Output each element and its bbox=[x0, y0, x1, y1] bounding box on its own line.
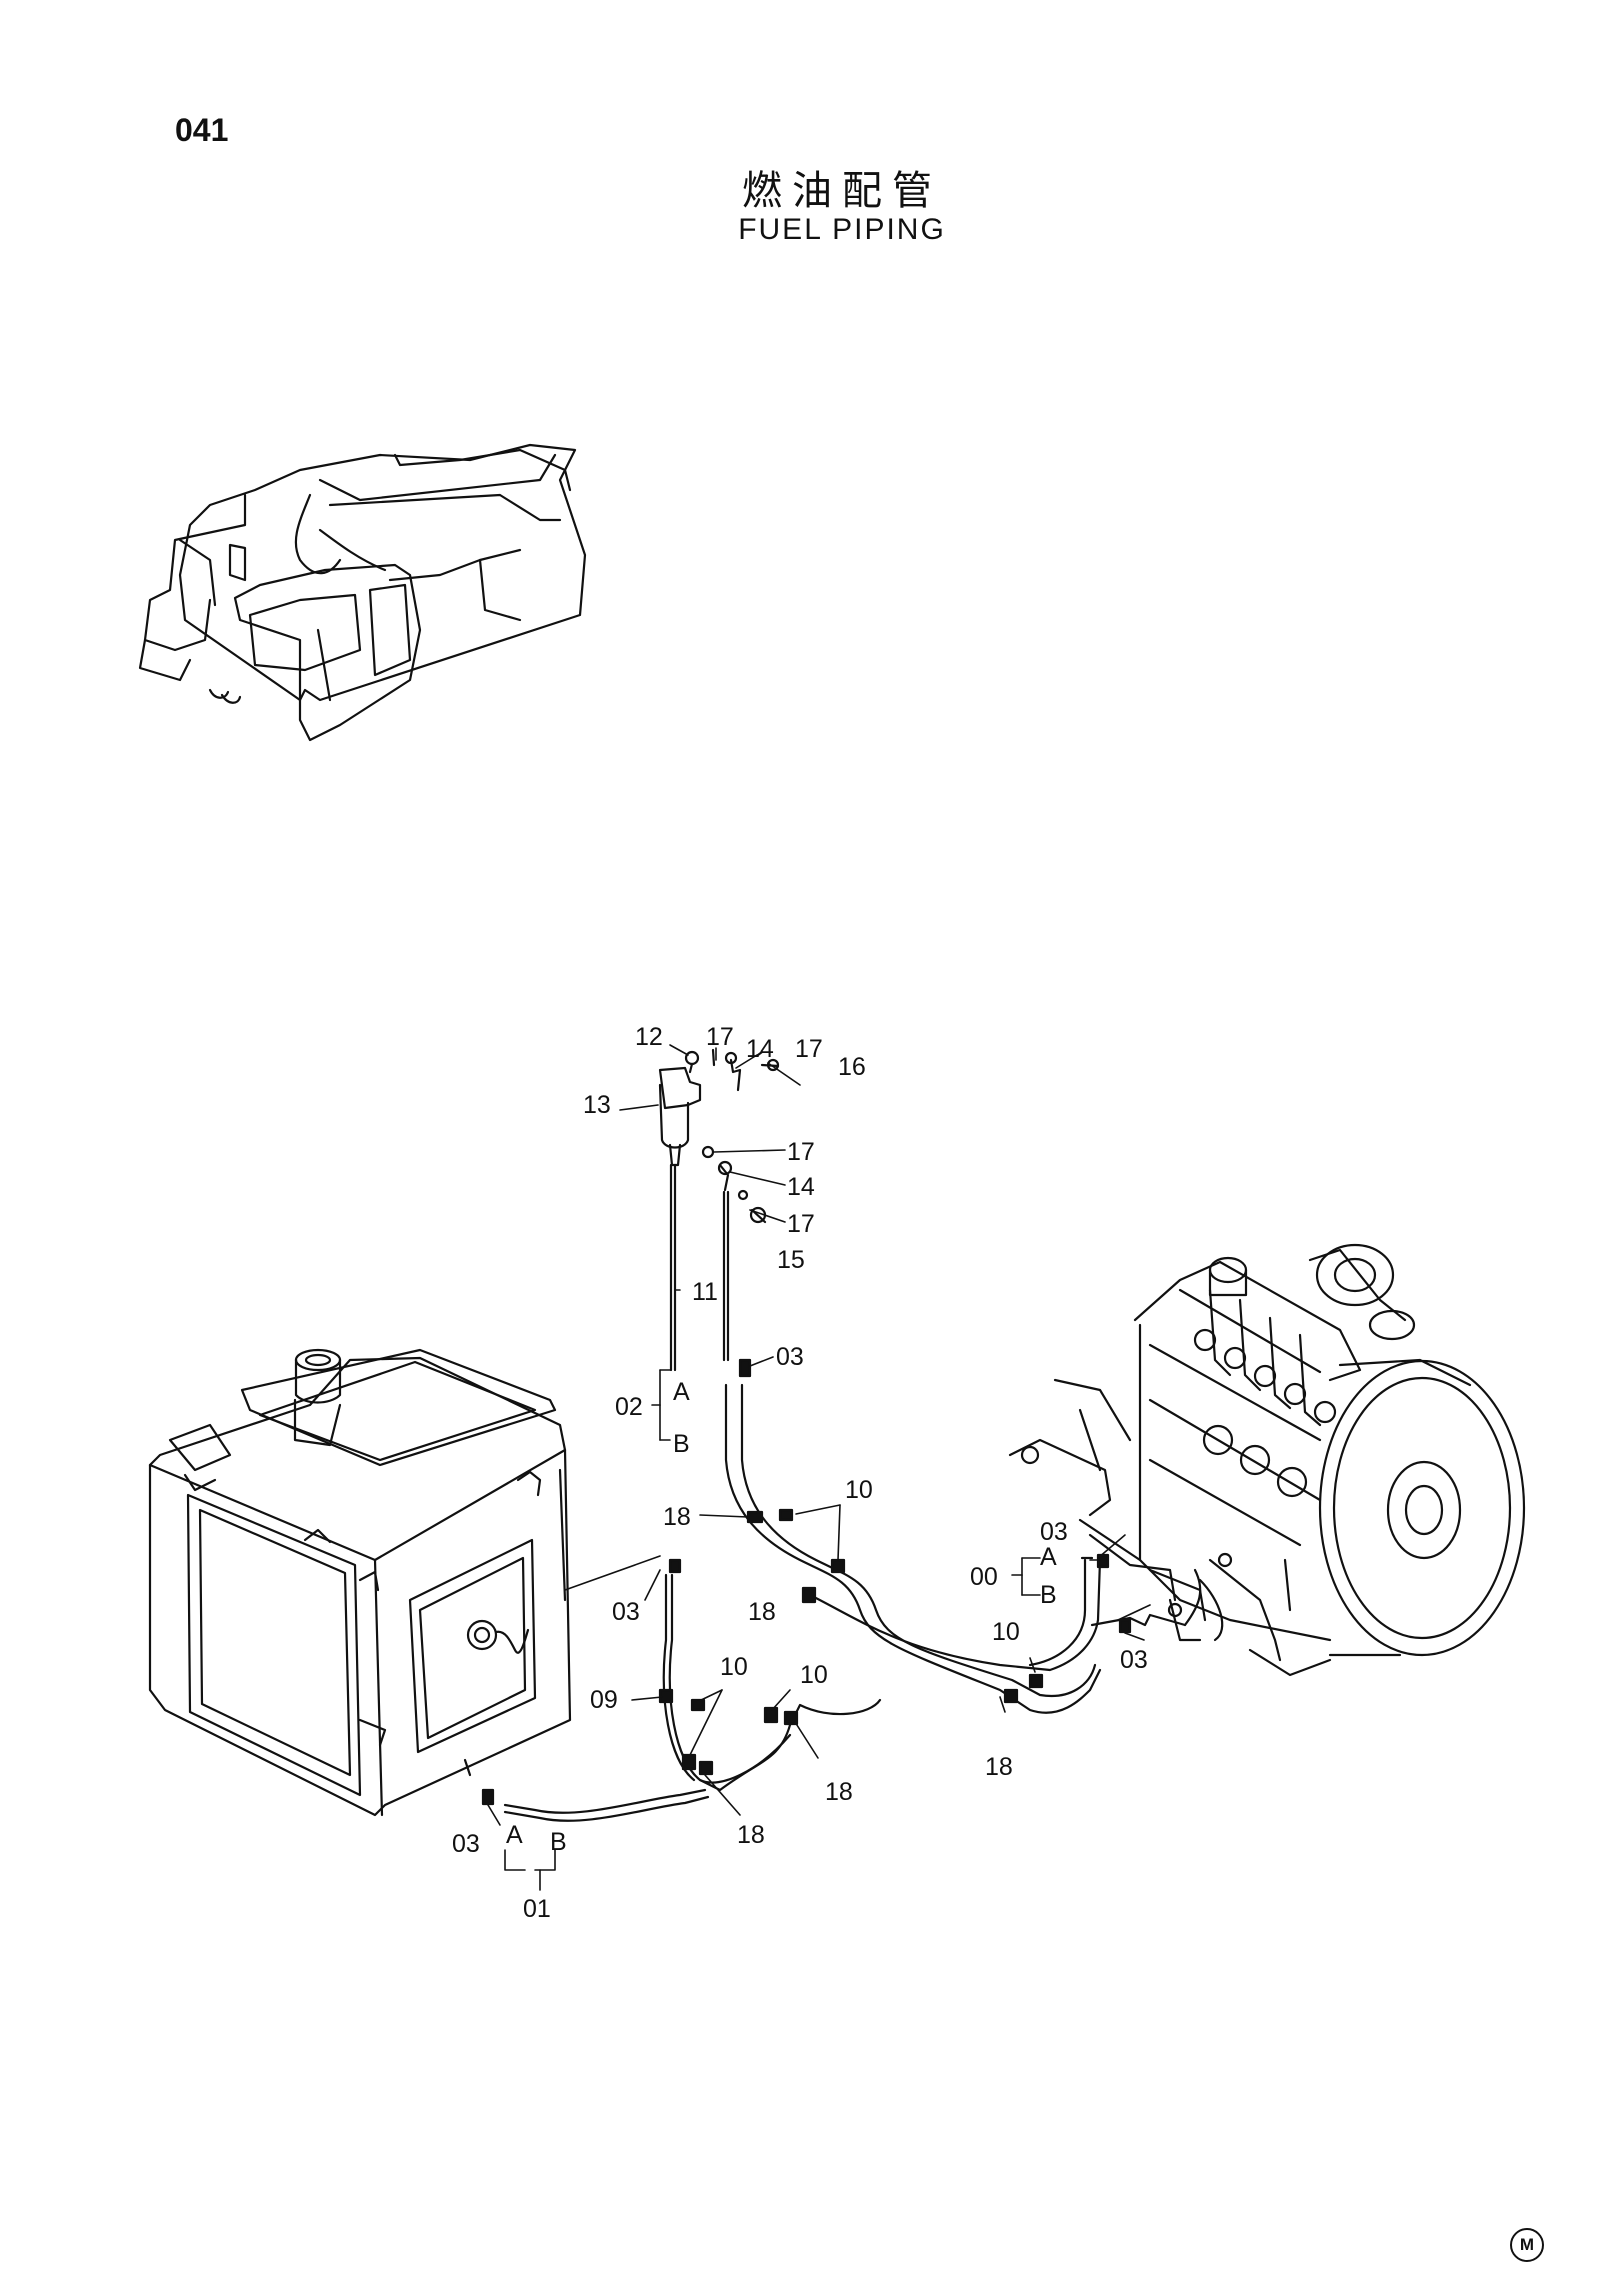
label-02: 02 bbox=[615, 1393, 643, 1421]
label-17: 17 bbox=[795, 1035, 823, 1063]
label-03: 03 bbox=[776, 1343, 804, 1371]
label-18: 18 bbox=[985, 1753, 1013, 1781]
label-14: 14 bbox=[787, 1173, 815, 1201]
label-18: 18 bbox=[737, 1821, 765, 1849]
label-16: 16 bbox=[838, 1053, 866, 1081]
part-labels: 12 17 14 17 16 13 17 14 17 15 11 03 02 A… bbox=[452, 1023, 1148, 1923]
label-18: 18 bbox=[748, 1598, 776, 1626]
fuel-tank-drawing bbox=[148, 1348, 572, 1817]
label-01-B: B bbox=[550, 1828, 567, 1856]
label-14: 14 bbox=[746, 1035, 774, 1063]
label-00-A: A bbox=[1040, 1543, 1057, 1571]
label-09: 09 bbox=[590, 1686, 618, 1714]
engine-drawing bbox=[1008, 1243, 1526, 1677]
label-10: 10 bbox=[992, 1618, 1020, 1646]
leader-lines bbox=[487, 1044, 1151, 1891]
label-00: 00 bbox=[970, 1563, 998, 1591]
label-01: 01 bbox=[523, 1895, 551, 1923]
label-11: 11 bbox=[692, 1278, 718, 1306]
label-00-B: B bbox=[1040, 1581, 1057, 1609]
label-17: 17 bbox=[787, 1138, 815, 1166]
label-18: 18 bbox=[663, 1503, 691, 1531]
label-03: 03 bbox=[1040, 1518, 1068, 1546]
label-13: 13 bbox=[583, 1091, 611, 1119]
maker-mark: M bbox=[1510, 2228, 1544, 2262]
label-15: 15 bbox=[777, 1246, 805, 1274]
label-02-A: A bbox=[673, 1378, 690, 1406]
title-english: FUEL PIPING bbox=[738, 213, 946, 246]
label-10: 10 bbox=[720, 1653, 748, 1681]
excavator-overview-drawing bbox=[138, 443, 587, 742]
label-01-A: A bbox=[506, 1821, 523, 1849]
label-02-B: B bbox=[673, 1430, 690, 1458]
label-18: 18 bbox=[825, 1778, 853, 1806]
label-12: 12 bbox=[635, 1023, 663, 1051]
label-10: 10 bbox=[800, 1661, 828, 1689]
fuel-lines bbox=[503, 1163, 1202, 1822]
clamps-and-fittings bbox=[481, 1358, 1132, 1806]
label-03: 03 bbox=[452, 1830, 480, 1858]
label-17: 17 bbox=[706, 1023, 734, 1051]
page-number: 041 bbox=[175, 112, 229, 148]
fuel-filter-drawing bbox=[658, 1048, 780, 1224]
label-03: 03 bbox=[612, 1598, 640, 1626]
title-chinese: 燃油配管 bbox=[742, 168, 942, 214]
label-03: 03 bbox=[1120, 1646, 1148, 1674]
label-17: 17 bbox=[787, 1210, 815, 1238]
label-10: 10 bbox=[845, 1476, 873, 1504]
